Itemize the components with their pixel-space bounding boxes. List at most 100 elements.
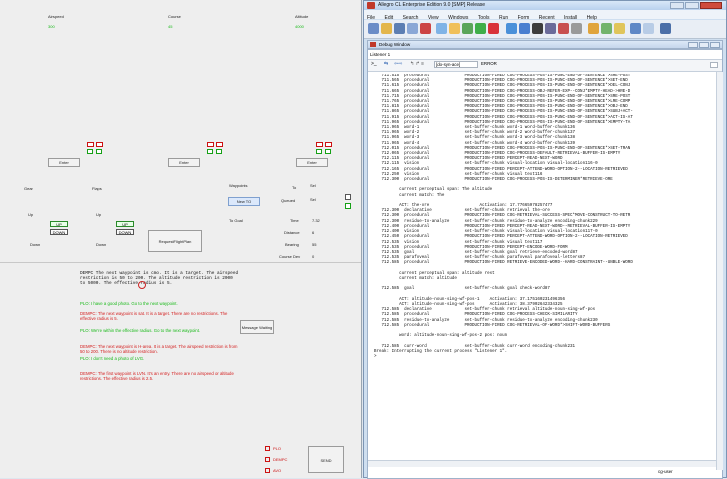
dempc-label: DEMPC — [273, 457, 288, 462]
navigation-icon[interactable]: ↰ ↱ ≡ — [410, 61, 425, 67]
menu-bar: File Edit Search View Windows Tools Run … — [364, 10, 726, 21]
flaps-down-button[interactable]: DOWN — [116, 229, 134, 235]
menu-help[interactable]: Help — [586, 15, 597, 21]
bearing-label: Bearing — [285, 242, 299, 247]
avo-checkbox[interactable] — [265, 468, 270, 473]
cut-icon[interactable] — [420, 23, 431, 34]
menu-view[interactable]: View — [427, 15, 439, 21]
find-definition-icon[interactable] — [545, 23, 556, 34]
distance-value: 6 — [312, 230, 315, 235]
altitude-label: Altitude — [295, 14, 309, 19]
save-icon[interactable] — [394, 23, 405, 34]
package-field[interactable]: [do-syn-ace] — [434, 61, 478, 68]
altitude-enter-button[interactable]: Enter — [296, 158, 328, 167]
request-flight-plan-button[interactable]: RequestFlightPlan — [148, 230, 202, 252]
trace-icon[interactable] — [601, 23, 612, 34]
airspeed-up-button[interactable] — [96, 142, 103, 147]
print-icon[interactable] — [407, 23, 418, 34]
course-fine-up-button[interactable] — [216, 149, 222, 154]
course-down-button[interactable] — [207, 142, 214, 147]
course-fine-down-button[interactable] — [207, 149, 213, 154]
airspeed-fine-down-button[interactable] — [87, 149, 93, 154]
airspeed-down-button[interactable] — [87, 142, 94, 147]
paste-icon[interactable] — [449, 23, 460, 34]
maximize-button[interactable] — [685, 2, 699, 9]
compile-icon[interactable] — [462, 23, 473, 34]
dempc-checkbox[interactable] — [265, 457, 270, 462]
menu-install[interactable]: Install — [564, 15, 578, 21]
flaps-up-button[interactable]: UP — [116, 221, 134, 227]
menu-windows[interactable]: Windows — [448, 15, 469, 21]
menu-file[interactable]: File — [367, 15, 376, 21]
vertical-scrollbar[interactable] — [716, 72, 723, 470]
menu-tools[interactable]: Tools — [477, 15, 490, 21]
open-file-icon[interactable] — [381, 23, 392, 34]
inspect-icon[interactable] — [558, 23, 569, 34]
apropos-icon[interactable] — [571, 23, 582, 34]
trace-line: current match: The — [374, 193, 445, 198]
airspeed-fine-up-button[interactable] — [96, 149, 102, 154]
new-file-icon[interactable] — [368, 23, 379, 34]
history-icon[interactable]: ⇆ — [384, 61, 389, 67]
altitude-fine-down-button[interactable] — [316, 149, 322, 154]
altitude-up-button[interactable] — [325, 142, 332, 147]
to-goal-label: To Goal — [229, 218, 243, 223]
trace-line: 712.585 residue-to-analyze set-buffer-ch… — [374, 318, 598, 323]
copy-icon[interactable] — [436, 23, 447, 34]
plo-checkbox[interactable] — [265, 446, 270, 451]
queued-toggle[interactable] — [345, 203, 351, 209]
altitude-down-button[interactable] — [316, 142, 323, 147]
course-enter-button[interactable]: Enter — [168, 158, 200, 167]
title-bar: Allegro CL Enterprise Edition 9.0 [SMP] … — [364, 1, 726, 10]
new-to-button[interactable]: New TO — [228, 197, 260, 206]
listener-icon[interactable] — [630, 23, 641, 34]
menu-edit[interactable]: Edit — [384, 15, 394, 21]
window-icon[interactable] — [643, 23, 654, 34]
run-icon[interactable] — [475, 23, 486, 34]
bearing-value: 55 — [312, 242, 317, 247]
binoculars-icon[interactable] — [532, 23, 543, 34]
prompt-icon[interactable]: >_ — [371, 61, 377, 67]
message-waiting-button[interactable]: Message Waiting — [240, 320, 274, 334]
airspeed-enter-button[interactable]: Enter — [48, 158, 80, 167]
trace-line: 712.535 parafoveal set-buffer-chunk para… — [374, 256, 586, 261]
menu-recent[interactable]: Recent — [538, 15, 555, 21]
zoom-icon[interactable] — [519, 23, 530, 34]
close-button[interactable] — [700, 2, 722, 9]
to-toggle[interactable] — [345, 194, 351, 200]
time-value: 7.32 — [312, 218, 320, 223]
gear-up-label: Up — [28, 212, 34, 217]
send-button[interactable]: SEND — [308, 446, 344, 473]
trace-line: 711.515 procedural PRODUCTION-FIRED COG-… — [374, 74, 631, 78]
course-up-button[interactable] — [216, 142, 223, 147]
trace-line: 712.585 curr-word set-buffer-chunk curr-… — [374, 344, 576, 349]
listener-tab[interactable]: Listener 1 — [370, 52, 391, 57]
app-icon — [367, 2, 375, 9]
menu-run[interactable]: Run — [498, 15, 509, 21]
gear-up-button[interactable]: UP — [50, 221, 68, 227]
menu-form[interactable]: Form — [517, 15, 530, 21]
flight-panel: Airspeed 300 Course 45 Altitude 4000 Ent… — [0, 0, 362, 478]
listener-dropdown[interactable] — [710, 62, 718, 68]
altitude-fine-up-button[interactable] — [325, 149, 331, 154]
flaps-down-label: Down — [96, 242, 107, 247]
debug-window-icon — [370, 42, 376, 47]
minimize-button[interactable] — [670, 2, 684, 9]
course-dev-value: 0 — [312, 254, 315, 259]
profile-icon[interactable] — [614, 23, 625, 34]
trace-line: 712.300 declarative set-buffer-chunk ret… — [374, 209, 550, 214]
debug-minimize-button[interactable] — [688, 42, 698, 48]
debug-close-button[interactable] — [710, 42, 720, 48]
trace-line: 711.965 word-3 set-buffer-chunk word-3 w… — [374, 136, 576, 141]
lambda-icon[interactable] — [588, 23, 599, 34]
trace-line: 712.450 procedural PRODUCTION-FIRED PERC… — [374, 235, 628, 240]
gear-down-button[interactable]: DOWN — [50, 229, 68, 235]
find-icon[interactable] — [506, 23, 517, 34]
menu-search[interactable]: Search — [402, 15, 419, 21]
horizontal-scrollbar[interactable] — [368, 460, 716, 467]
stop-icon[interactable] — [488, 23, 499, 34]
debug-maximize-button[interactable] — [699, 42, 709, 48]
forward-icon[interactable] — [660, 23, 671, 34]
trace-line: 712.015 procedural PRODUCTION-FIRED COG-… — [374, 146, 631, 151]
back-forward-icon[interactable]: ⇦⇨ — [394, 61, 403, 67]
